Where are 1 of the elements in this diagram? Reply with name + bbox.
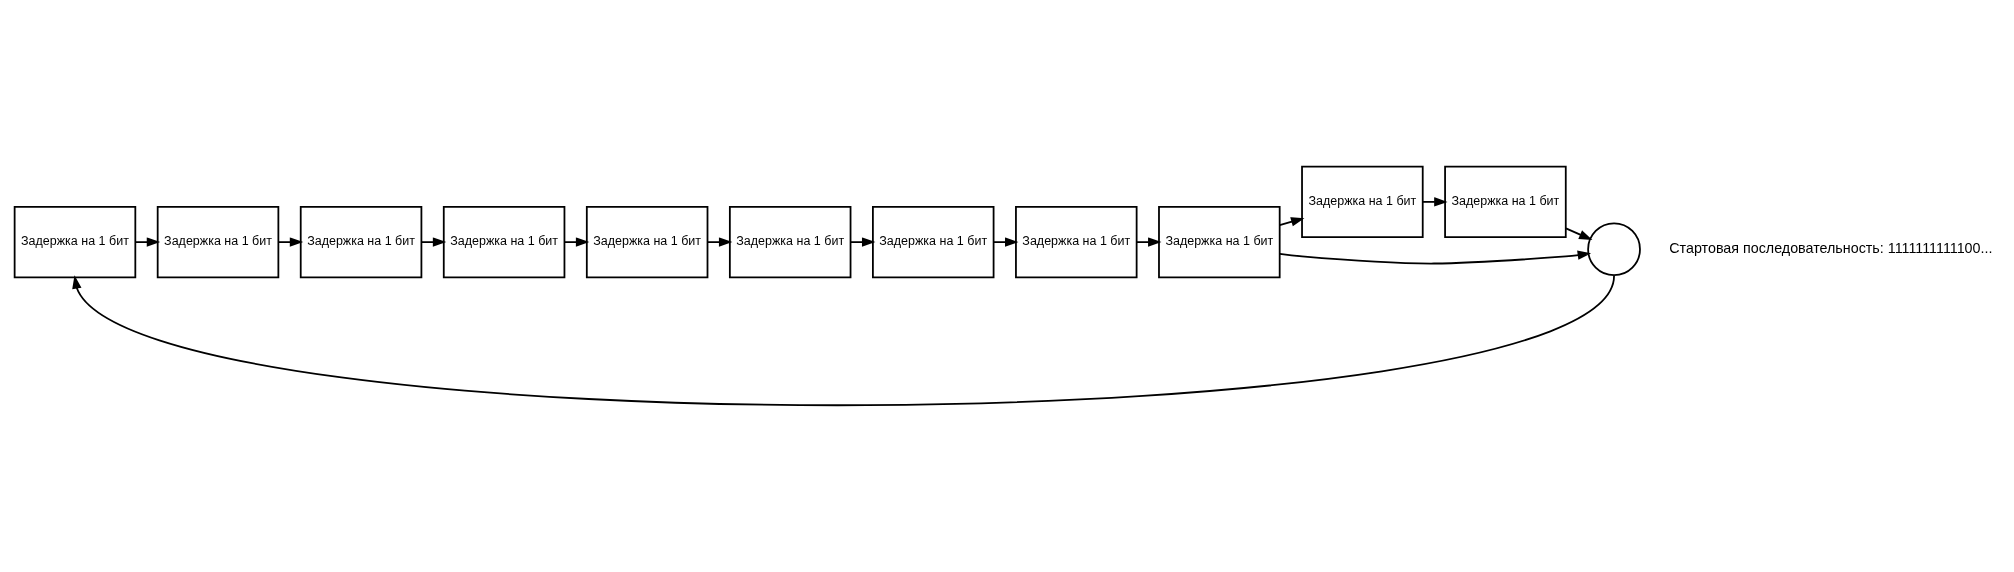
label: Стартовая последовательность: 1111111111100... [1669,239,1993,256]
